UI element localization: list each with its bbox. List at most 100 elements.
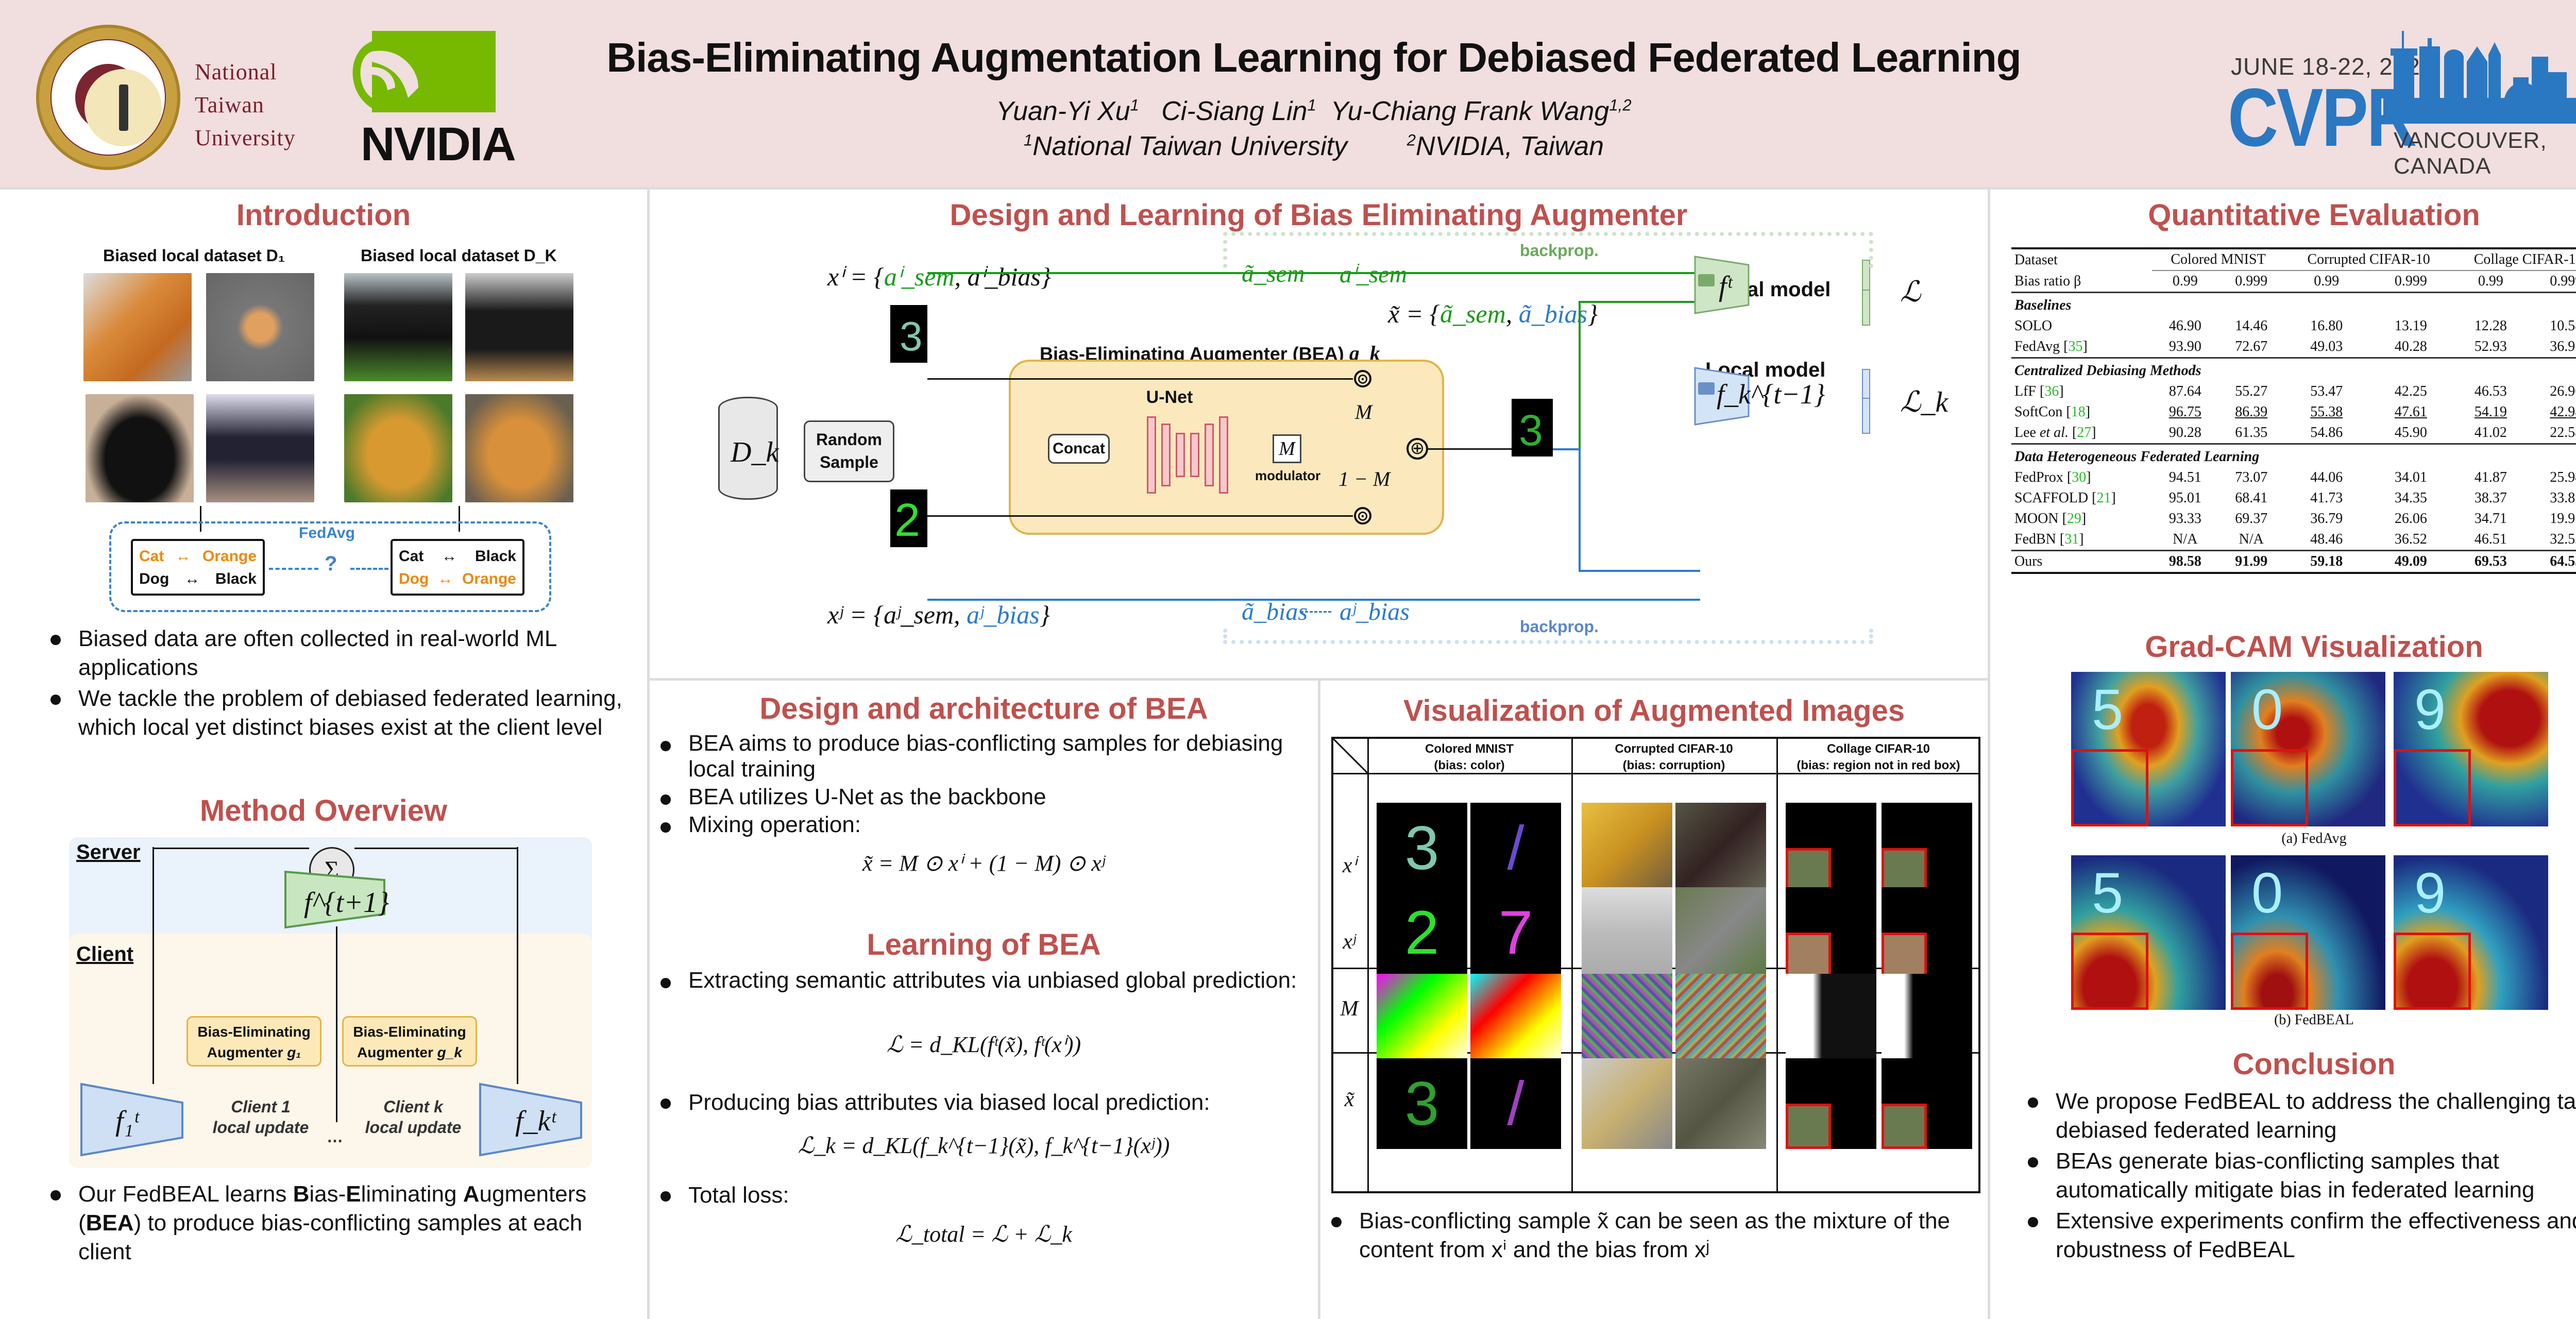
gradcam-fedavg-1: 5: [2071, 672, 2226, 826]
bullet-item: Producing bias attributes via biased loc…: [657, 1088, 1307, 1117]
method-name: Lee et al. [27]: [2014, 425, 2096, 441]
inverse-mask-label: 1 − M: [1338, 467, 1391, 491]
local-model-1-symbol: f₁ᵗ: [115, 1105, 139, 1137]
map-attr: Orange: [462, 570, 516, 587]
thumbnail-xtilde-6: [1882, 1058, 1972, 1149]
global-model-trapezoid: [1694, 256, 1750, 314]
poster-title: Bias-Eliminating Augmentation Learning f…: [606, 35, 2021, 80]
thumbnail-mask-6: [1882, 974, 1972, 1064]
citation-link[interactable]: 35: [2068, 339, 2083, 354]
ntu-line-3: University: [195, 125, 296, 150]
score-cell: 40.28: [2394, 339, 2427, 354]
eq-bias: aⁱ_bias: [967, 262, 1041, 291]
table-corner-diagonal: [1333, 739, 1367, 773]
score-cell: 38.37: [2474, 490, 2507, 506]
score-cell: 49.09: [2368, 550, 2453, 573]
quantitative-title: Quantitative Evaluation: [2148, 198, 2480, 232]
affiliation-number: 1: [1023, 131, 1033, 149]
design-arch-title: Design and architecture of BEA: [759, 692, 1208, 725]
method-name: SCAFFOLD [21]: [2014, 490, 2116, 506]
red-box-region: [1882, 848, 1927, 893]
cvpr-logo: JUNE 18-22, 2023 CVPR VANCOUVER, CANADA: [2190, 21, 2576, 179]
score-cell: 44.06: [2310, 469, 2343, 485]
citation-link[interactable]: 27: [2077, 425, 2092, 441]
table-rule: [1333, 773, 1978, 774]
score-cell: 10.58: [2550, 318, 2576, 334]
connector-line: [354, 848, 517, 849]
gradcam-digit: 9: [2414, 861, 2446, 925]
connector-line: [336, 926, 337, 1122]
map-class: Dog: [399, 570, 429, 587]
citation-link[interactable]: 29: [2066, 511, 2081, 527]
citation-link[interactable]: 21: [2096, 490, 2111, 506]
oplus-icon: ⊕: [1406, 438, 1428, 460]
bullet-item: Our FedBEAL learns Bias-Eliminating Augm…: [47, 1180, 624, 1266]
bias-path-line: [927, 599, 1700, 601]
score-cell: 26.06: [2394, 511, 2427, 527]
thumbnail-xj-2: 7: [1470, 887, 1561, 978]
score-cell: 93.33: [2168, 511, 2201, 527]
bias-ratio-row: Bias ratio β 0.99 0.999 0.99 0.999 0.99 …: [2011, 270, 2576, 293]
score-cell: 19.97: [2550, 511, 2576, 527]
local-model-k-symbol: f_kᵗ: [515, 1105, 555, 1137]
bea-box-client-1: Bias-Eliminating Augmenter g₁: [187, 1016, 321, 1067]
citation-link[interactable]: 36: [2044, 383, 2059, 399]
eq-part: xⁱ = {: [827, 262, 884, 291]
column-bias: (bias: region not in red box): [1797, 758, 1960, 772]
gradcam-title: Grad-CAM Visualization: [2145, 630, 2483, 664]
bullet-fragment: Our FedBEAL learns: [78, 1181, 293, 1207]
random-sample-box: Random Sample: [804, 420, 894, 482]
bea-symbol: g₁: [287, 1044, 301, 1060]
column-header: Colored MNIST(bias: color): [1367, 741, 1571, 774]
update-line: Client k: [383, 1097, 443, 1116]
map-attr: Orange: [202, 548, 257, 565]
ntu-wordmark: National Taiwan University: [195, 56, 296, 155]
eq-part: xʲ = {: [827, 600, 884, 629]
method-overview-bullets: Our FedBEAL learns Bias-Eliminating Augm…: [47, 1180, 624, 1266]
score-cell: 61.35: [2235, 425, 2268, 441]
column-divider: [1988, 190, 1990, 1319]
red-box-region: [1786, 848, 1831, 893]
score-cell: 34.35: [2394, 490, 2427, 506]
conference-location: VANCOUVER, CANADA: [2394, 128, 2547, 179]
local-loss-symbol: ℒ_k: [1900, 386, 1948, 418]
gradcam-fedbeal-3: 9: [2394, 855, 2548, 1010]
method-name: LfF [36]: [2014, 383, 2064, 399]
score-cell: 34.71: [2474, 511, 2507, 527]
bias-ratio: 0.99: [2478, 273, 2503, 289]
gradcam-fedbeal-2: 0: [2231, 855, 2385, 1010]
unet-layer: [1219, 416, 1228, 494]
bea-box-line: Augmenter: [357, 1044, 433, 1060]
score-cell: 13.19: [2394, 318, 2427, 334]
score-cell: 98.58: [2152, 550, 2218, 573]
citation-link[interactable]: 30: [2072, 469, 2087, 485]
citation-link[interactable]: 18: [2071, 404, 2086, 420]
nvidia-eye-logo: [352, 31, 496, 112]
row-label-xtilde: x̃: [1344, 1088, 1354, 1111]
ntu-line-1: National: [195, 59, 277, 84]
gradcam-digit: 5: [2092, 861, 2124, 925]
local-model-1-trapezoid: [80, 1083, 183, 1157]
bidirectional-arrow-icon: ↔: [437, 570, 453, 587]
introduction-bullets: Biased data are often collected in real-…: [47, 624, 624, 744]
map-class: Dog: [139, 570, 170, 587]
bullet-item: Extracting semantic attributes via unbia…: [657, 968, 1307, 993]
score-cell: 46.53: [2474, 383, 2507, 399]
score-cell: 47.61: [2394, 404, 2427, 420]
dataset-label-dk: Biased local dataset D_K: [361, 246, 557, 265]
connector-line: [152, 848, 309, 849]
score-cell: 41.73: [2310, 490, 2343, 506]
citation-link[interactable]: 31: [2064, 531, 2079, 547]
bullet-fragment: ias-: [309, 1181, 346, 1207]
eq-sem: aʲ_sem: [884, 600, 954, 629]
lock-icon: [1698, 382, 1715, 395]
gradcam-caption-fedbeal: (b) FedBEAL: [2274, 1012, 2354, 1028]
bullet-item: BEAs generate bias-conflicting samples t…: [2025, 1147, 2576, 1205]
header-dataset: Dataset: [2014, 251, 2058, 268]
xj-to-odot-line: [927, 515, 1353, 517]
score-cell: 95.01: [2168, 490, 2201, 506]
bias-ratio: 0.999: [2550, 273, 2576, 289]
table-rule: [1776, 739, 1778, 1191]
